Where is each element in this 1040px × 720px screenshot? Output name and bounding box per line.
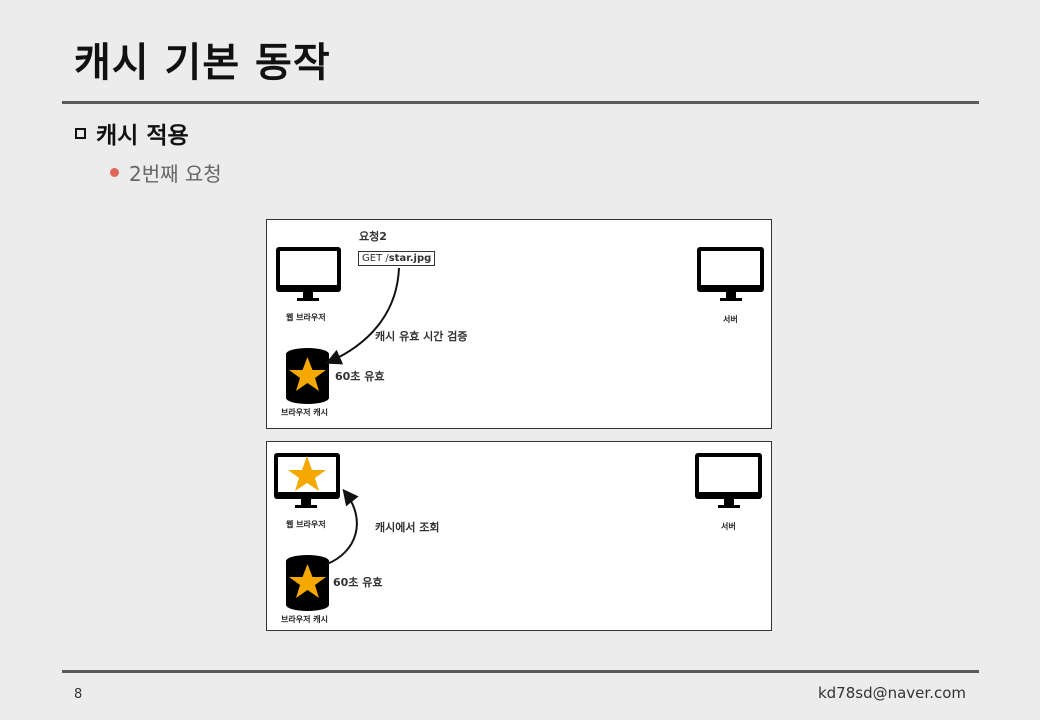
validity-label: 60초 유효 xyxy=(335,370,385,383)
request-method: GET / xyxy=(362,253,389,264)
title-divider xyxy=(62,101,979,104)
server-monitor-icon xyxy=(695,453,762,508)
checkbox-square-icon xyxy=(75,127,86,139)
lookup-arrow xyxy=(326,488,359,565)
bullet-text: 2번째 요청 xyxy=(129,162,222,186)
browser-label: 웹 브라우저 xyxy=(286,313,326,322)
validate-arrow xyxy=(325,267,400,365)
browser-label: 웹 브라우저 xyxy=(286,520,326,529)
cache-label: 브라우저 캐시 xyxy=(281,615,328,624)
arrow-label: 캐시 유효 시간 검증 xyxy=(375,330,468,343)
browser-monitor-icon xyxy=(274,453,340,508)
author-email: kd78sd@naver.com xyxy=(817,684,966,702)
section-heading-text: 캐시 적용 xyxy=(96,123,189,149)
arrow-label: 캐시에서 조회 xyxy=(375,521,440,534)
bullet-dot-icon xyxy=(110,168,119,177)
bullet-item: 2번째 요청 xyxy=(110,158,222,187)
browser-monitor-icon xyxy=(276,247,341,301)
cache-label: 브라우저 캐시 xyxy=(281,408,328,417)
server-label: 서버 xyxy=(721,522,736,531)
cached-image-star-icon xyxy=(288,456,326,491)
request-file: star.jpg xyxy=(388,253,432,264)
slide-title: 캐시 기본 동작 xyxy=(74,40,331,86)
footer-divider xyxy=(62,670,979,673)
server-monitor-icon xyxy=(697,247,764,301)
request-label: 요청2 xyxy=(359,230,387,243)
page-number: 8 xyxy=(74,687,83,702)
validity-label: 60초 유효 xyxy=(333,576,383,589)
request-line: GET /star.jpg xyxy=(358,251,436,266)
diagram-panel-lookup: 웹 브라우저 서버 캐시에서 조회 60초 유효 브라우저 캐시 xyxy=(266,441,772,631)
server-label: 서버 xyxy=(723,315,738,324)
diagram-panel-request: 요청2 GET /star.jpg 웹 브라우저 서버 캐시 유효 시간 검증 … xyxy=(266,219,772,429)
section-heading: 캐시 적용 xyxy=(75,116,189,150)
browser-cache-icon xyxy=(286,348,329,404)
browser-cache-icon xyxy=(286,555,329,611)
